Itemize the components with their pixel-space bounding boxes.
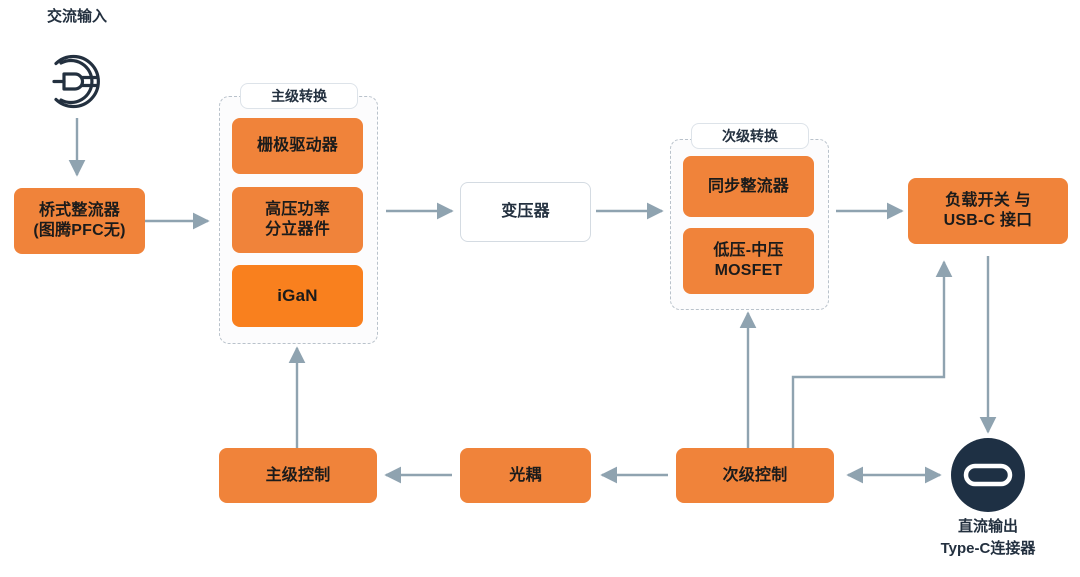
node-transformer[interactable]: 变压器 (460, 182, 591, 242)
primary-conversion-group-label: 主级转换 (240, 83, 358, 109)
node-gate-driver[interactable]: 栅极驱动器 (232, 118, 363, 174)
node-synchronous-rectifier[interactable]: 同步整流器 (683, 156, 814, 217)
secondary-conversion-group-label: 次级转换 (691, 123, 809, 149)
node-optocoupler[interactable]: 光耦 (460, 448, 591, 503)
dc-output-caption: 直流输出 Type-C连接器 (940, 518, 1036, 557)
node-hv-power-discrete[interactable]: 高压功率 分立器件 (232, 187, 363, 253)
node-secondary-control[interactable]: 次级控制 (676, 448, 834, 503)
usb-type-c-icon[interactable] (951, 438, 1025, 512)
node-bridge-rectifier[interactable]: 桥式整流器 (图腾PFC无) (14, 188, 145, 254)
node-lv-mv-mosfet[interactable]: 低压-中压 MOSFET (683, 228, 814, 294)
ac-input-label: 交流输入 (46, 8, 107, 25)
ac-plug-icon (39, 43, 116, 120)
node-load-switch-usbc[interactable]: 负载开关 与 USB-C 接口 (908, 178, 1068, 244)
node-primary-control[interactable]: 主级控制 (219, 448, 377, 503)
node-igan[interactable]: iGaN (232, 265, 363, 327)
